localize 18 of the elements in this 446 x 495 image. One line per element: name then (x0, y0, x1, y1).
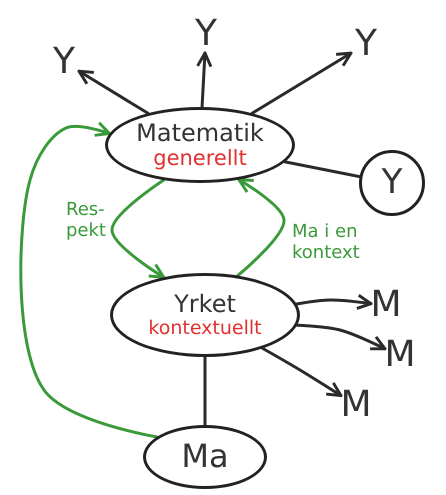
node-subtitle: generellt (153, 146, 247, 170)
arrow (250, 52, 352, 115)
node-title: Yrket (174, 291, 236, 318)
letter-label: Y (49, 43, 79, 81)
node-subtitle: kontextuellt (148, 318, 262, 339)
node-title: Ma (181, 439, 229, 475)
node-title: Matematik (136, 120, 264, 147)
arrow (78, 70, 150, 115)
node-title: Y (382, 164, 402, 202)
arrow (19, 121, 158, 438)
letter-label: Y (351, 25, 381, 63)
letter-label: M (371, 286, 401, 324)
letter-label: M (341, 386, 371, 424)
letter-label: M (385, 336, 415, 374)
arrow (196, 52, 212, 108)
edge-label: Res- pekt (66, 200, 108, 242)
arrow (261, 346, 342, 398)
letter-label: Y (191, 15, 221, 53)
